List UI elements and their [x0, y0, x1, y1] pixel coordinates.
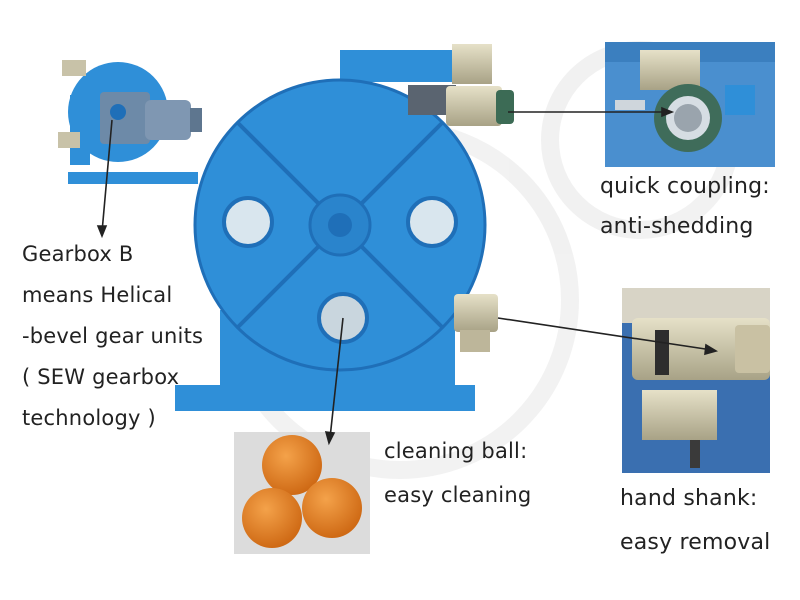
pointer-ball [329, 317, 344, 439]
hand-shank-caption-line-1: hand shank: [620, 486, 758, 511]
coupling-caption-line-2: anti-shedding [600, 214, 754, 239]
quick-coupling-photo [605, 42, 775, 167]
cleaning-ball-caption-line-2: easy cleaning [384, 483, 532, 507]
hand-shank-photo [622, 288, 770, 473]
cleaning-ball-photo [234, 432, 370, 554]
pointer-gearbox-arrowhead [96, 225, 108, 239]
gearbox-caption-line-1: Gearbox B [22, 242, 134, 266]
gearbox-caption-line-3: -bevel gear units [22, 324, 204, 348]
cleaning-ball-caption: cleaning ball: easy cleaning [384, 436, 531, 524]
gearbox-caption: Gearbox B means Helical -bevel gear unit… [22, 240, 203, 445]
gearbox-caption-line-2: means Helical [22, 283, 173, 307]
gearbox-caption-line-4: ( SEW gearbox [22, 365, 180, 389]
pointer-coupling-arrowhead [661, 106, 675, 118]
hand-shank-caption-line-2: easy removal [620, 530, 771, 555]
pointer-lines [96, 106, 719, 446]
pointer-gearbox [101, 119, 113, 233]
main-pump [175, 44, 514, 411]
coupling-caption-line-1: quick coupling: [600, 174, 770, 199]
pointer-shank-arrowhead [704, 343, 719, 356]
gearbox-caption-line-5: technology ) [22, 406, 156, 430]
pointer-shank [497, 317, 713, 351]
gearbox-pump-photo [58, 48, 220, 188]
cleaning-ball-caption-line-1: cleaning ball: [384, 439, 528, 463]
coupling-caption: quick coupling: anti-shedding [600, 172, 770, 252]
hand-shank-caption: hand shank: easy removal [620, 484, 771, 572]
pointer-ball-arrowhead [324, 431, 336, 446]
